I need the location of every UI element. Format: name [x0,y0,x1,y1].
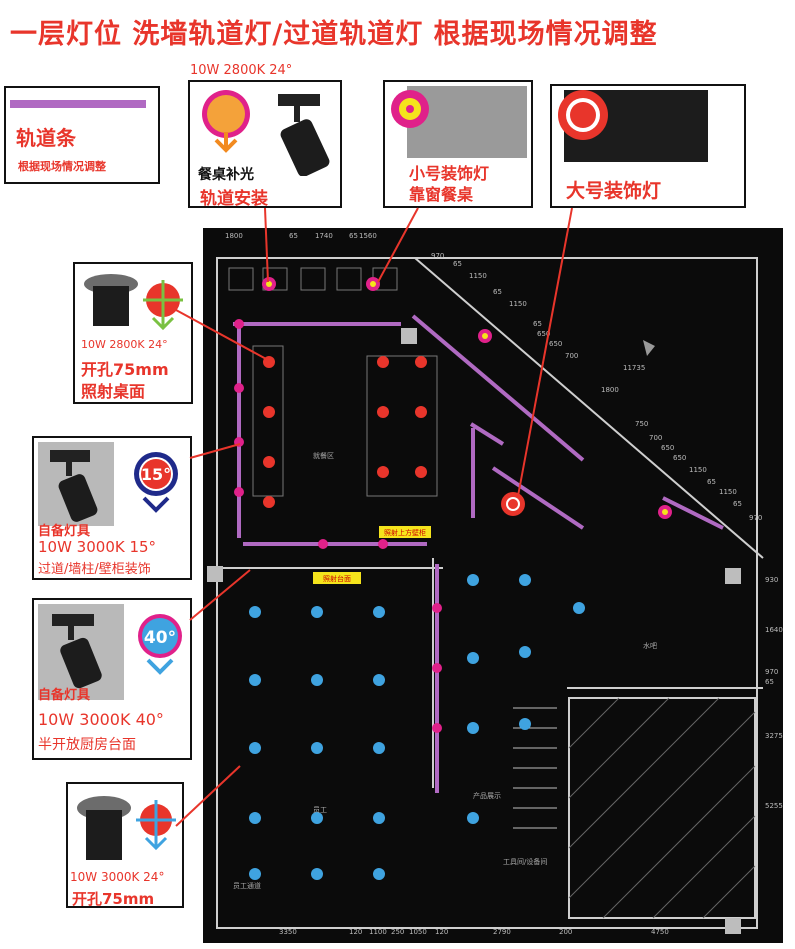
plan-dim-top-1: 1800 [225,232,243,240]
small-deco-line2: 靠窗餐桌 [409,185,474,204]
track15-desc: 过道/墙柱/壁柜装饰 [38,562,151,577]
plan-dim-bottom-5: 1050 [409,928,427,936]
plan-dim-right-6: 5255 [765,802,783,810]
plan-dim-diag-10: 11735 [623,364,645,372]
downlight-icon [84,274,183,331]
track40-spec: 10W 3000K 40° [38,710,164,729]
room-label-2: 水吧 [643,641,657,650]
downlight-icon [77,796,176,860]
plan-dim-diag-19: 65 [733,500,742,508]
small-deco-photo [407,86,527,158]
plan-dim-right-4: 65 [765,678,774,686]
plan-dim-top-2: 65 [289,232,298,240]
plan-dim-top-4: 65 [349,232,358,240]
track-legend-name: 轨道条 [16,126,76,150]
large-deco-box: 大号装饰灯 [550,84,746,208]
plan-dim-bottom-3: 1100 [369,928,387,936]
plan-dim-diag-20: 970 [749,514,762,522]
track15-box: 15° 自备灯具 10W 3000K 15° 过道/墙柱/壁柜装饰 [32,436,192,580]
room-label-5: 员工 [313,806,327,814]
floor-plan-drawing: 照射上方壁柜 照射台面 就餐区 水吧 产品展示 工具间/设备间 员工 员工通道 … [207,232,783,936]
badge-40-icon: 40° [138,614,182,675]
downlight-kitchen-line1: 开孔75mm [72,890,155,908]
plan-dim-diag-9: 700 [565,352,578,360]
plan-dim-right-1: 930 [765,576,778,584]
plan-dim-diag-15: 650 [673,454,686,462]
badge-15-text: 15° [141,465,171,484]
room-label-1: 就餐区 [313,451,334,460]
entrance-arrow-icon [643,340,655,356]
plan-dim-bottom-9: 4750 [651,928,669,936]
plan-dim-diag-8: 650 [549,340,562,348]
small-deco-line1: 小号装饰灯 [409,164,490,183]
plan-dim-top-3: 1740 [315,232,333,240]
track-spotlight-icon [278,94,330,176]
track-spotlight-icon [52,614,102,689]
red-large-light-icon [558,90,608,140]
downlight-table-line2: 照射桌面 [81,382,146,401]
page-title: 一层灯位 洗墙轨道灯/过道轨道灯 根据现场情况调整 [10,19,658,50]
plan-dim-diag-12: 750 [635,420,648,428]
large-deco-label: 大号装饰灯 [566,180,662,202]
floor-plan: 照射上方壁柜 照射台面 就餐区 水吧 产品展示 工具间/设备间 员工 员工通道 … [203,228,783,943]
plan-dim-diag-1: 970 [431,252,444,260]
plan-dim-diag-16: 1150 [689,466,707,474]
plan-dim-diag-6: 65 [533,320,542,328]
downlight-table-spec: 10W 2800K 24° [81,338,168,351]
dining-track-box: 餐桌补光 轨道安装 [188,80,342,209]
plan-dim-bottom-2: 120 [349,928,362,936]
plan-dim-diag-2: 65 [453,260,462,268]
plan-dim-bottom-4: 250 [391,928,404,936]
plan-dim-right-2: 1640 [765,626,783,634]
plan-dim-diag-5: 1150 [509,300,527,308]
plan-dim-right-5: 3275 [765,732,783,740]
downlight-kitchen-box: 10W 3000K 24° 开孔75mm [66,782,184,908]
plan-dim-bottom-1: 3350 [279,928,297,936]
badge-40-text: 40° [144,628,176,648]
plan-dim-bottom-8: 200 [559,928,572,936]
room-label-3: 产品展示 [473,791,501,800]
plan-dim-diag-18: 1150 [719,488,737,496]
track-legend-box: 轨道条 根据现场情况调整 [4,86,160,184]
plan-tag-2: 照射台面 [323,574,351,583]
dining-track-line2: 轨道安装 [200,189,268,209]
plan-tag-1: 照射上方壁柜 [384,528,426,537]
badge-15-icon: 15° [134,452,178,513]
plan-dim-right-3: 970 [765,668,778,676]
room-label-6: 员工通道 [233,881,261,890]
plan-dim-diag-14: 650 [661,444,674,452]
plan-dim-diag-17: 65 [707,478,716,486]
plan-dim-bottom-6: 120 [435,928,448,936]
plan-dim-diag-3: 1150 [469,272,487,280]
downlight-kitchen-spec: 10W 3000K 24° [70,870,165,884]
pink-yellow-light-icon [391,90,429,128]
plan-dim-top-5: 1560 [359,232,377,240]
downlight-table-box: 10W 2800K 24° 开孔75mm 照射桌面 [73,262,193,404]
track40-own: 自备灯具 [38,688,91,703]
dining-track-spec: 10W 2800K 24° [190,63,293,78]
plan-dim-diag-7: 650 [537,330,550,338]
track-spotlight-icon [50,450,98,522]
track40-box: 40° 自备灯具 10W 3000K 40° 半开放厨房台面 [32,598,192,760]
plan-dim-diag-11: 1800 [601,386,619,394]
small-deco-box: 小号装饰灯 靠窗餐桌 [383,80,533,208]
track40-desc: 半开放厨房台面 [38,737,136,753]
track15-own: 自备灯具 [38,524,91,539]
room-label-4: 工具间/设备间 [503,857,547,866]
track-bar-swatch [10,100,146,108]
plan-dim-diag-13: 700 [649,434,662,442]
downlight-table-line1: 开孔75mm [81,360,169,379]
dining-track-line1: 餐桌补光 [198,167,254,183]
plan-dim-diag-4: 65 [493,288,502,296]
plan-dim-bottom-7: 2790 [493,928,511,936]
orange-pink-light-icon [202,90,250,153]
track-legend-note: 根据现场情况调整 [18,160,106,173]
track15-spec: 10W 3000K 15° [38,538,157,556]
